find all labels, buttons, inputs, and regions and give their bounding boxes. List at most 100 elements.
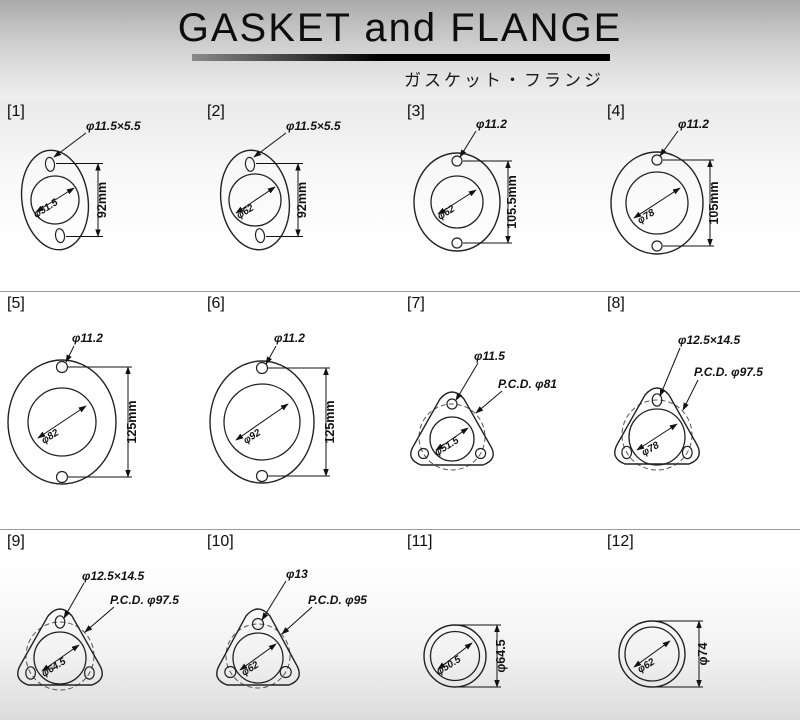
bolt-hole: [651, 240, 663, 252]
bolt-hole: [25, 666, 36, 680]
hole-label: φ13: [286, 567, 308, 581]
row-1: [1] φ51.5 92mm: [0, 100, 800, 291]
height-dimension: 125mm: [268, 367, 337, 477]
gasket-item-7: [7] φ51.5 φ11.5: [400, 292, 600, 530]
gasket-diagram-3: φ62 105.5mm φ11.2: [413, 117, 519, 252]
ring-outline: [423, 624, 487, 688]
item-number: [9]: [7, 533, 25, 550]
hole-label: φ12.5×14.5: [678, 333, 740, 347]
hole-callout: φ11.5: [455, 349, 505, 401]
hole-label: φ12.5×14.5: [82, 569, 144, 583]
ring-outline: [618, 620, 686, 688]
outer-label: φ64.5: [494, 639, 508, 672]
gasket-diagram-10: φ62 φ13 P.C.D. φ95: [216, 567, 367, 689]
flange-outline: [216, 608, 300, 686]
outer-label: φ74: [696, 643, 710, 666]
bolt-hole: [44, 156, 56, 172]
hole-callout: φ11.2: [65, 331, 103, 363]
bore-circle: [33, 631, 87, 685]
hole-label: φ11.5×5.5: [286, 119, 341, 133]
bore-circle: [232, 632, 284, 684]
bore-label: φ51.5: [32, 197, 61, 221]
gasket-item-10: [10] φ62 φ13: [200, 530, 400, 720]
bolt-hole: [451, 237, 463, 249]
bore-label: φ50.5: [435, 654, 464, 678]
height-dimension: 105.5mm: [463, 160, 519, 244]
bore-circle: [27, 387, 97, 457]
gasket-diagram-1: φ51.5 92mm φ11.5×5.5: [20, 119, 141, 251]
bore-circle: [625, 171, 689, 235]
flange-outline: [219, 149, 291, 251]
gasket-diagram-4: φ78 105mm φ11.2: [610, 117, 721, 255]
bore-dimension: φ51.5: [32, 187, 75, 221]
hole-callout: φ11.2: [265, 331, 305, 365]
pcd-callout: P.C.D. φ97.5: [682, 365, 763, 411]
bore-dimension: φ62: [235, 186, 276, 222]
hole-callout: φ11.2: [659, 117, 709, 157]
outer-dimension: φ64.5: [458, 624, 508, 688]
gasket-diagram-7: φ51.5 φ11.5 P.C.D. φ81: [410, 349, 557, 471]
bore-label: φ62: [240, 659, 262, 678]
hole-callout: φ12.5×14.5: [659, 333, 740, 397]
gasket-item-9: [9] φ64.5 φ12.5×14.5: [0, 530, 200, 720]
bolt-hole: [244, 156, 256, 172]
bore-circle: [429, 416, 475, 462]
bore-dimension: φ51.5: [433, 427, 469, 459]
bore-label: φ62: [636, 656, 658, 675]
bore-label: φ92: [242, 427, 264, 446]
gasket-item-5: [5] φ82 125mm: [0, 292, 200, 530]
bore-dimension: φ62: [633, 640, 671, 676]
item-number: [11]: [407, 533, 433, 550]
gasket-diagram-6: φ92 125mm φ11.2: [209, 331, 337, 484]
bore-dimension: φ78: [636, 423, 678, 459]
gasket-item-4: [4] φ78 105mm: [600, 100, 800, 291]
gasket-item-11: [11] φ50.5 φ64.5: [400, 530, 600, 720]
bolt-hole: [621, 445, 633, 460]
pcd-label: P.C.D. φ81: [498, 377, 557, 391]
pcd-callout: P.C.D. φ81: [475, 377, 557, 414]
bore-circle: [228, 173, 282, 227]
bolt-hole: [474, 447, 487, 460]
bore-label: φ78: [640, 440, 662, 459]
flange-outline: [614, 387, 700, 465]
height-dimension: 105mm: [663, 159, 721, 247]
row-2: [5] φ82 125mm: [0, 291, 800, 530]
bolt-hole: [54, 615, 66, 629]
bore-dimension: φ62: [436, 189, 477, 223]
title-underline: [192, 54, 610, 61]
flange-outline: [413, 152, 501, 252]
bolt-hole: [255, 361, 269, 375]
hole-callout: φ13: [261, 567, 308, 621]
gasket-diagram-12: φ62 φ74: [618, 620, 710, 688]
hole-label: φ11.2: [274, 331, 305, 345]
bore-dimension: φ82: [37, 405, 87, 447]
gasket-item-3: [3] φ62 105.5mm: [400, 100, 600, 291]
bore-dimension: φ64.5: [40, 644, 80, 680]
bore-circle: [628, 408, 686, 466]
bolt-hole: [417, 447, 429, 460]
height-dimension: 92mm: [56, 162, 109, 238]
bolt-hole: [254, 228, 266, 244]
bolt-hole: [446, 398, 458, 410]
hole-callout: φ11.2: [459, 117, 507, 158]
bore-dimension: φ92: [235, 403, 289, 447]
hole-label: φ11.5: [474, 349, 505, 363]
height-label: 92mm: [95, 182, 109, 218]
item-number: [1]: [7, 103, 25, 120]
gasket-item-2: [2] φ62 92mm: [200, 100, 400, 291]
page-header: GASKET and FLANGE ガスケット・フランジ: [0, 0, 800, 100]
gasket-diagram-8: φ78 φ12.5×14.5 P.C.D. φ97.5: [614, 333, 763, 471]
hole-label: φ11.2: [72, 331, 103, 345]
page-subtitle: ガスケット・フランジ: [404, 71, 604, 90]
hole-label: φ11.5×5.5: [86, 119, 141, 133]
bore-dimension: φ78: [633, 187, 681, 227]
hole-callout: φ12.5×14.5: [63, 569, 144, 619]
item-number: [5]: [7, 295, 25, 312]
bore-circle: [430, 175, 484, 229]
item-number: [4]: [607, 103, 625, 120]
gasket-diagram-11: φ50.5 φ64.5: [423, 624, 508, 688]
hole-callout: φ11.5×5.5: [253, 119, 341, 158]
bolt-hole: [251, 617, 265, 631]
bore-circle: [223, 383, 301, 461]
